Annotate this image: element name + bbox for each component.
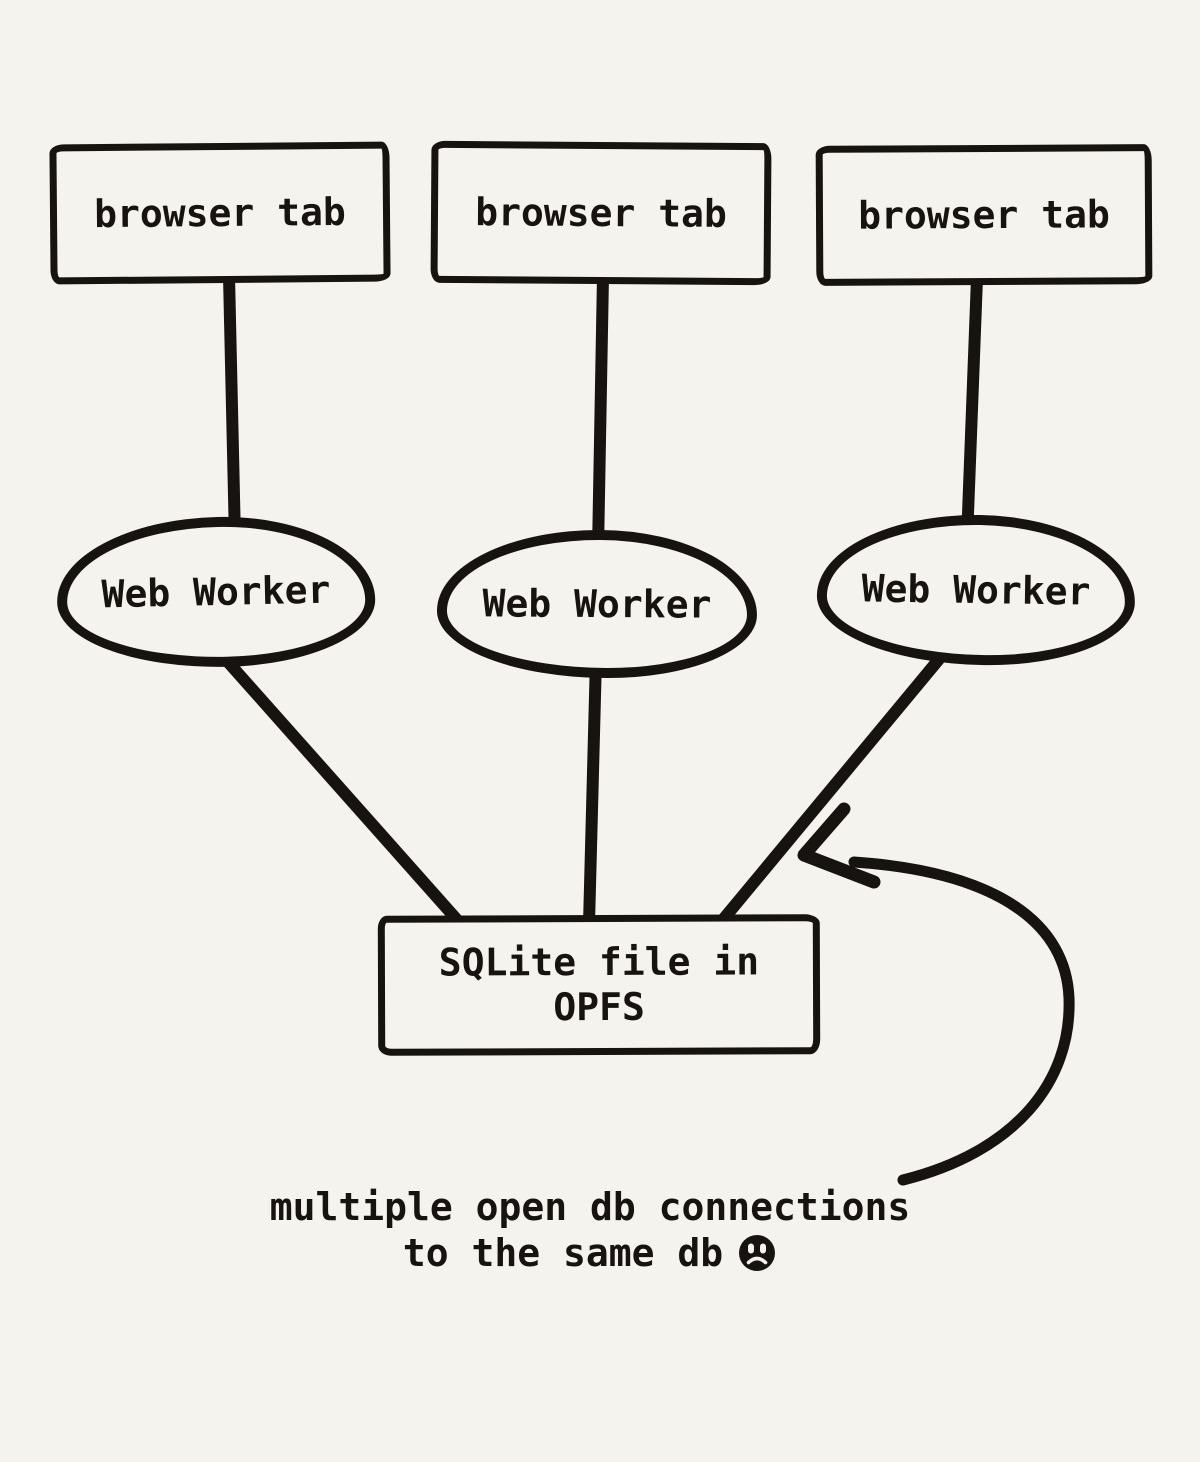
node-browser-tab-3: browser tab (815, 144, 1153, 286)
edge-web-worker-1-to-sqlite (222, 656, 465, 928)
browser-tab-1-label: browser tab (93, 189, 347, 237)
browser-tab-3-label: browser tab (858, 192, 1110, 238)
web-worker-3-label: Web Worker (861, 566, 1091, 614)
browser-tab-2-label: browser tab (475, 190, 727, 236)
sqlite-label-line2: OPFS (553, 984, 645, 1030)
annotation-arrow-head (797, 802, 881, 889)
web-worker-2-label: Web Worker (482, 581, 712, 627)
sad-face-icon (739, 1235, 776, 1271)
annotation-arrow-curve (848, 856, 1075, 1186)
annotation-caption-line2: to the same db (402, 1231, 724, 1275)
node-browser-tab-1: browser tab (49, 141, 391, 285)
annotation-caption: multiple open db connections to the same… (190, 1184, 990, 1276)
edge-web-worker-3-to-sqlite (715, 652, 946, 928)
edge-browser-tab-2-to-web-worker-2 (592, 270, 609, 556)
web-worker-1-label: Web Worker (101, 567, 331, 617)
node-browser-tab-2: browser tab (430, 140, 772, 286)
sqlite-label-line1: SQLite file in (438, 939, 760, 985)
edge-browser-tab-3-to-web-worker-3 (961, 272, 983, 546)
node-sqlite-file: SQLite file in OPFS (377, 914, 821, 1056)
edge-web-worker-2-to-sqlite (583, 652, 602, 930)
annotation-caption-line1: multiple open db connections (269, 1185, 911, 1229)
edge-browser-tab-1-to-web-worker-1 (223, 270, 241, 546)
